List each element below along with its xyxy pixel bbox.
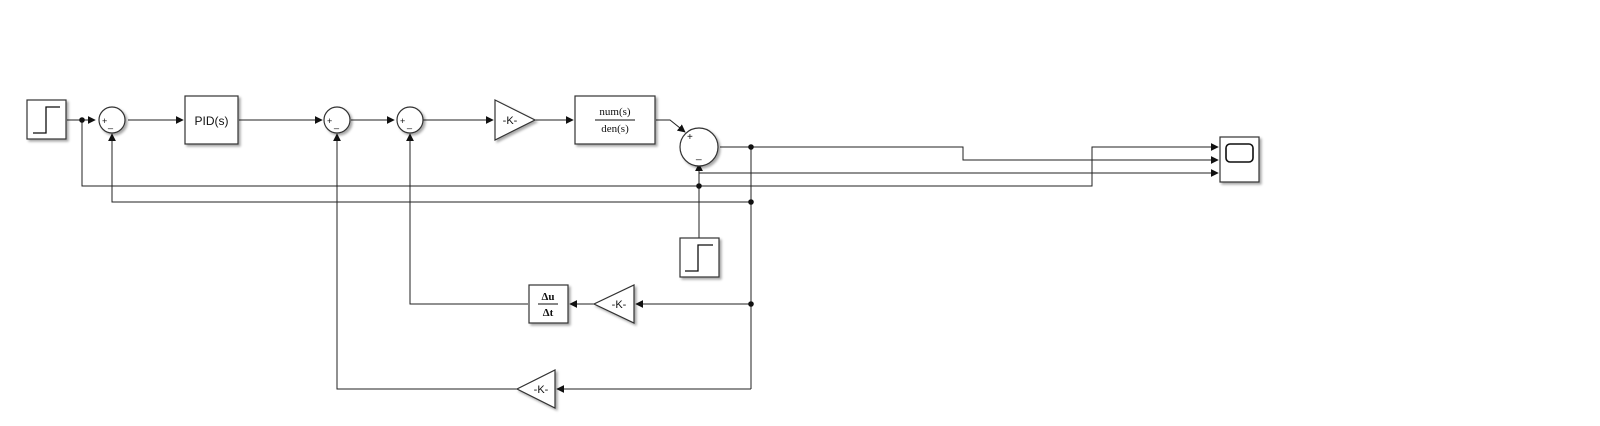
wire-gain3-to-sum2 [333,133,517,390]
tf-denominator: den(s) [601,123,629,135]
step-source-reference[interactable] [26,99,67,140]
deriv-denominator: Δt [543,307,554,319]
sum1-minus-sign: _ [107,119,114,129]
branch-points [79,117,754,307]
pid-label: PID(s) [195,114,229,128]
gain2-label: -K- [612,299,627,311]
step-icon [33,106,60,134]
wire-deriv-to-sum3 [406,133,528,305]
sum4-minus-sign: _ [695,150,702,161]
gain3-label: -K- [534,384,549,396]
gain-block-3[interactable] [515,369,556,409]
wire-output-to-scope-1 [720,143,1219,161]
tf-numerator: num(s) [599,106,631,118]
sum-block-4[interactable] [679,127,719,167]
scope-screen-icon [1225,143,1254,163]
sum2-plus-sign: + [327,116,332,126]
sum1-plus-sign: + [102,116,107,126]
step-source-disturbance[interactable] [679,237,720,278]
branch-point [748,301,754,307]
sum-block-2[interactable] [323,106,351,134]
wire-tf-to-sum4 [656,119,686,133]
scope-block[interactable] [1219,136,1260,183]
transfer-function-block[interactable] [574,95,656,145]
gain-block-2[interactable] [592,284,635,324]
branch-point [696,183,702,189]
wire-reference-to-scope [81,120,1093,187]
branch-point [748,199,754,205]
sum-block-1[interactable] [98,106,126,134]
wire-feedback-sum1 [108,133,751,203]
deriv-numerator: Δu [541,291,554,303]
step-icon [685,244,713,272]
sum2-minus-sign: _ [333,119,340,129]
sum4-plus-sign: + [687,132,693,143]
pid-controller-block[interactable] [184,95,239,145]
signal-wires [67,116,1219,393]
branch-point [79,117,85,123]
sum3-minus-sign: _ [406,119,413,129]
sum3-plus-sign: + [400,116,405,126]
sum-block-3[interactable] [396,106,424,134]
gain-block-1[interactable] [494,99,537,141]
derivative-block[interactable] [528,284,569,324]
branch-point [748,144,754,150]
gain1-label: -K- [503,115,518,127]
